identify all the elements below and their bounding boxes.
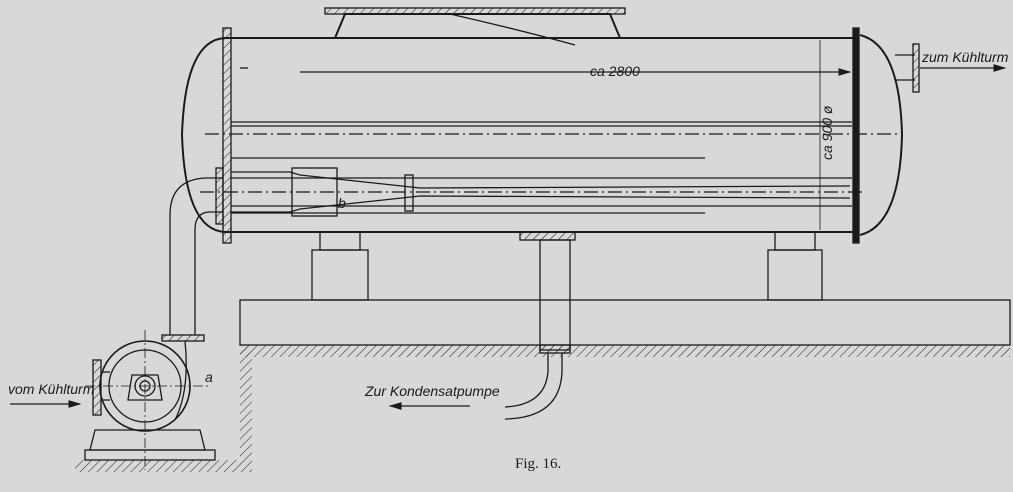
part-a-label: a — [205, 369, 213, 385]
foundation — [75, 299, 1011, 472]
condensate-label: Zur Kondensatpumpe — [364, 383, 500, 399]
diameter-label: ca 900 ø — [819, 105, 835, 160]
figure-caption: Fig. 16. — [515, 456, 561, 472]
inlet-label: vom Kühlturm — [8, 381, 95, 397]
part-b-label: b — [338, 195, 346, 211]
inlet-pipe — [161, 167, 224, 342]
pump — [84, 330, 216, 470]
length-label: ca 2800 — [590, 63, 640, 79]
outlet-label: zum Kühlturm — [921, 49, 1009, 65]
tube-bundle — [200, 121, 900, 217]
